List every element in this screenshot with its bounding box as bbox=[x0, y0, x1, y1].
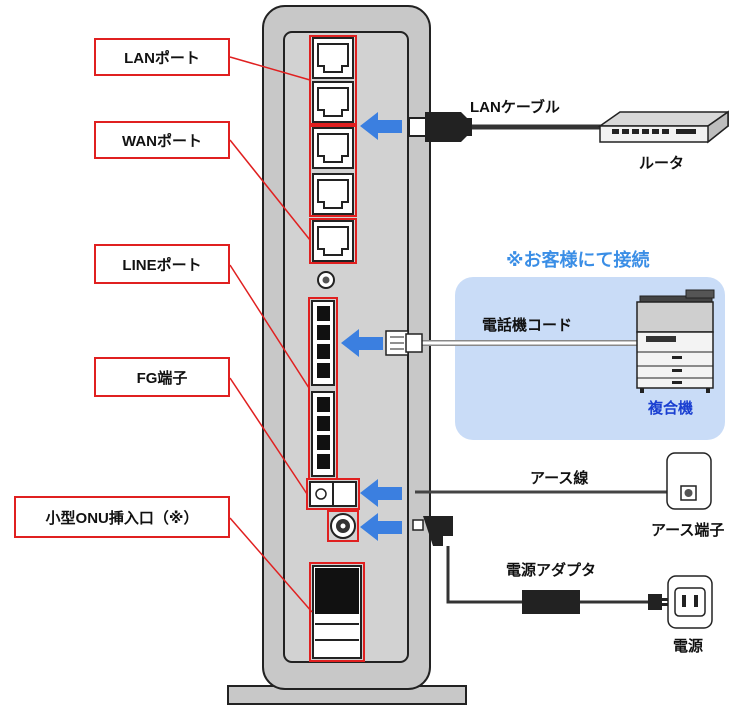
lan-port-1 bbox=[312, 37, 354, 79]
arrow-dc bbox=[360, 513, 402, 541]
wan-port bbox=[312, 220, 354, 262]
line-ports bbox=[311, 300, 335, 477]
router-label: ルータ bbox=[639, 155, 685, 172]
power-label: 電源 bbox=[673, 638, 704, 655]
power-adapter-label: 電源アダプタ bbox=[506, 562, 597, 579]
lan-cable-label: LANケーブル bbox=[470, 99, 560, 116]
lan-port-2 bbox=[312, 81, 354, 123]
wan-port-highlight bbox=[309, 218, 357, 264]
onu-slot-highlight bbox=[309, 562, 365, 662]
phone-cord bbox=[385, 330, 640, 356]
earth-wire-label: アース線 bbox=[530, 470, 589, 487]
multifunction-device-icon bbox=[636, 289, 715, 393]
lan-port-label: LANポート bbox=[94, 38, 230, 76]
lan-cable bbox=[408, 112, 604, 142]
lan-port-4 bbox=[312, 173, 354, 215]
ethernet-ports bbox=[312, 37, 354, 262]
arrow-fg bbox=[360, 479, 402, 507]
lan-port-highlight-lower bbox=[309, 125, 357, 217]
power-adapter bbox=[412, 516, 668, 614]
connection-arrows bbox=[341, 112, 402, 541]
fg-terminal-label: FG端子 bbox=[94, 357, 230, 397]
phone-cord-label: 電話機コード bbox=[482, 317, 573, 334]
lan-port-3 bbox=[312, 127, 354, 169]
arrow-line bbox=[341, 329, 383, 357]
onu-slot-label: 小型ONU挿入口（※） bbox=[14, 496, 230, 538]
line-port-label: LINEポート bbox=[94, 244, 230, 284]
router-icon bbox=[597, 110, 729, 144]
multifunction-device-label: 複合機 bbox=[648, 400, 694, 417]
power-outlet-icon bbox=[667, 575, 713, 629]
leader-lines bbox=[229, 56, 313, 613]
arrow-lan bbox=[360, 112, 402, 140]
customer-note: ※お客様にて接続 bbox=[506, 250, 650, 270]
earth-terminal-plate bbox=[666, 452, 712, 510]
wan-port-label: WANポート bbox=[94, 121, 230, 159]
earth-terminal-label: アース端子 bbox=[651, 522, 725, 539]
